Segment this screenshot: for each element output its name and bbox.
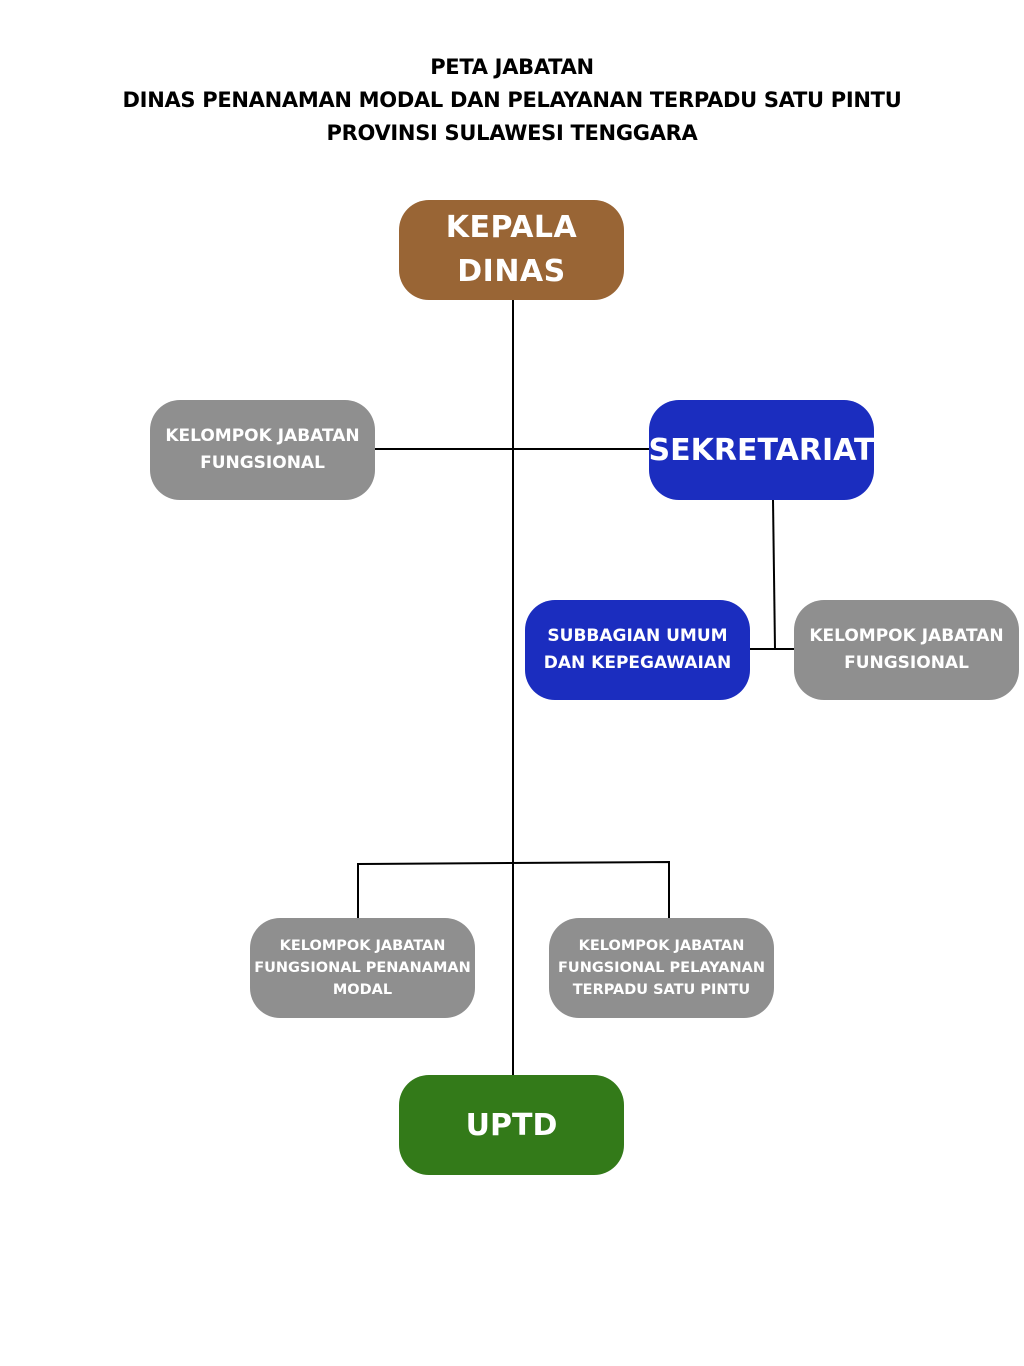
agency-name: DINAS PENANAMAN MODAL DAN PELAYANAN TERP… — [122, 88, 902, 112]
node-uptd: UPTD — [399, 1075, 624, 1175]
node-kelompok-jf-penanaman-modal: KELOMPOK JABATAN FUNGSIONAL PENANAMAN MO… — [250, 918, 475, 1018]
node-sekretariat: SEKRETARIAT — [649, 400, 874, 500]
node-kelompok-jf-ptsp: KELOMPOK JABATAN FUNGSIONAL PELAYANAN TE… — [549, 918, 774, 1018]
province-name: PROVINSI SULAWESI TENGGARA — [326, 121, 698, 145]
node-kepala-dinas: KEPALA DINAS — [399, 200, 624, 300]
node-subbagian-umum: SUBBAGIAN UMUM DAN KEPEGAWAIAN — [525, 600, 750, 700]
node-kelompok-jabatan-fungsional-sekretariat: KELOMPOK JABATAN FUNGSIONAL — [794, 600, 1019, 700]
connector-level3-branch — [357, 860, 670, 918]
node-kelompok-jabatan-fungsional: KELOMPOK JABATAN FUNGSIONAL — [150, 400, 375, 500]
chart-title: PETA JABATAN — [430, 55, 594, 79]
connector-sekretariat-vertical — [772, 499, 776, 650]
